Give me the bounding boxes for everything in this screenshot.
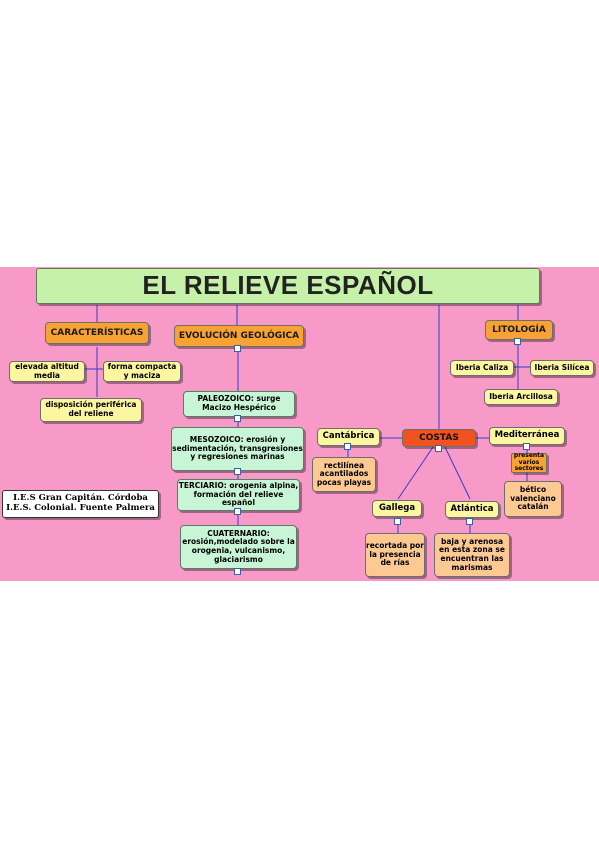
- mediterranea-link: presenta varios sectores: [511, 452, 547, 473]
- map-title: EL RELIEVE ESPAÑOL: [36, 268, 540, 304]
- expand-icon[interactable]: [234, 415, 241, 422]
- caracteristicas-node[interactable]: CARACTERÍSTICAS: [45, 322, 149, 344]
- litologia-item[interactable]: Iberia Arcillosa: [484, 389, 558, 405]
- caracteristica-item[interactable]: forma compacta y maciza: [103, 361, 181, 382]
- evolucion-item[interactable]: CUATERNARIO: erosión,modelado sobre la o…: [180, 525, 297, 569]
- expand-icon[interactable]: [514, 338, 521, 345]
- evolucion-item[interactable]: TERCIARIO: orogenia alpina, formación de…: [177, 479, 300, 511]
- atlantica-desc[interactable]: baja y arenosa en esta zona se encuentra…: [434, 533, 510, 577]
- litologia-item[interactable]: Iberia Silícea: [530, 360, 594, 376]
- expand-icon[interactable]: [523, 443, 530, 450]
- expand-icon[interactable]: [234, 345, 241, 352]
- evolucion-item[interactable]: MESOZOICO: erosión y sedimentación, tran…: [171, 427, 304, 471]
- litologia-item[interactable]: Iberia Caliza: [450, 360, 514, 376]
- atlantica-node[interactable]: Atlántica: [445, 501, 499, 518]
- evolucion-geologica-node[interactable]: EVOLUCIÓN GEOLÓGICA: [174, 325, 304, 347]
- credits-box: I.E.S Gran Capitán. Córdoba I.E.S. Colon…: [2, 490, 159, 518]
- gallega-node[interactable]: Gallega: [372, 500, 422, 517]
- cantabrica-desc[interactable]: rectilínea acantilados pocas playas: [312, 457, 376, 492]
- mediterranea-desc[interactable]: bético valenciano catalán: [504, 481, 562, 517]
- expand-icon[interactable]: [234, 468, 241, 475]
- gallega-desc[interactable]: recortada por la presencia de rías: [365, 533, 425, 577]
- expand-icon[interactable]: [435, 445, 442, 452]
- concept-map: EL RELIEVE ESPAÑOL CARACTERÍSTICAS eleva…: [0, 267, 599, 581]
- caracteristica-item[interactable]: elevada altitud media: [9, 361, 85, 382]
- expand-icon[interactable]: [394, 518, 401, 525]
- expand-icon[interactable]: [344, 443, 351, 450]
- evolucion-item[interactable]: PALEOZOICO: surge Macizo Hespérico: [183, 391, 295, 417]
- litologia-node[interactable]: LITOLOGÍA: [485, 320, 553, 340]
- expand-icon[interactable]: [234, 508, 241, 515]
- expand-icon[interactable]: [234, 568, 241, 575]
- caracteristica-item[interactable]: disposición periférica del reliene: [40, 398, 142, 422]
- expand-icon[interactable]: [466, 518, 473, 525]
